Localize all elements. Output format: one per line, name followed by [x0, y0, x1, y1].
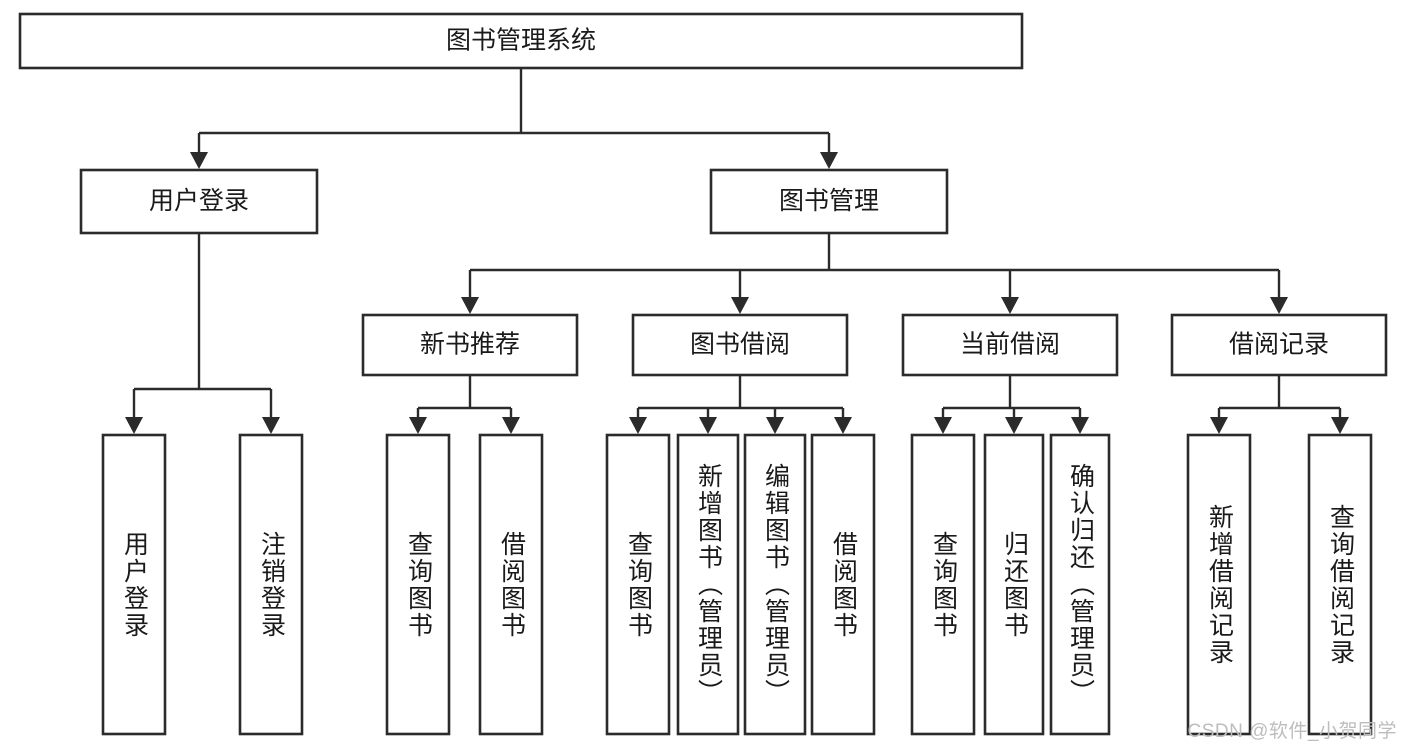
node-leaf-query-borrow-record-box[interactable]: [1307, 433, 1373, 736]
node-leaf-add-borrow-record-label: 新增借阅记录: [1205, 503, 1234, 666]
node-leaf-return-book-box[interactable]: [983, 433, 1045, 736]
node-leaf-query-book-3-label: 查询图书: [929, 530, 958, 639]
node-leaf-logout-label: 注销登录: [257, 530, 286, 639]
node-book-borrow[interactable]: 图书借阅: [631, 313, 849, 377]
node-book-borrow-box[interactable]: [631, 313, 849, 377]
node-leaf-edit-book-admin-box[interactable]: [743, 433, 807, 736]
node-leaf-add-borrow-record-label-wrap: 新增借阅记录: [1205, 503, 1234, 666]
arrow-head-icon: [834, 417, 852, 434]
node-new-book-recommend-label: 新书推荐: [420, 331, 520, 359]
node-book-management[interactable]: 图书管理: [709, 168, 949, 235]
arrow-head-icon: [1001, 297, 1019, 314]
node-leaf-query-book-3-label-wrap: 查询图书: [929, 530, 958, 639]
arrow-head-icon: [731, 297, 749, 314]
node-leaf-logout-box[interactable]: [238, 433, 304, 736]
arrow-head-icon: [262, 417, 280, 434]
node-leaf-query-book-2[interactable]: 查询图书: [605, 433, 671, 736]
node-leaf-confirm-return-admin-box[interactable]: [1049, 433, 1111, 736]
node-borrow-record-label: 借阅记录: [1229, 331, 1329, 359]
node-leaf-return-book[interactable]: 归还图书: [983, 433, 1045, 736]
node-leaf-add-borrow-record[interactable]: 新增借阅记录: [1186, 433, 1252, 736]
node-leaf-return-book-label-wrap: 归还图书: [1000, 530, 1029, 639]
node-leaf-borrow-book-1-label-wrap: 借阅图书: [497, 530, 526, 639]
node-leaf-add-book-admin[interactable]: 新增图书（管理员）: [676, 433, 740, 736]
arrow-head-icon: [629, 417, 647, 434]
node-leaf-query-borrow-record-label: 查询借阅记录: [1326, 503, 1355, 666]
node-leaf-query-book-1-label-wrap: 查询图书: [404, 530, 433, 639]
node-user-login[interactable]: 用户登录: [79, 168, 319, 235]
arrow-head-icon: [820, 152, 838, 169]
node-leaf-borrow-book-2-box[interactable]: [810, 433, 876, 736]
arrow-head-icon: [190, 152, 208, 169]
node-leaf-edit-book-admin-label-wrap: 编辑图书（管理员）: [761, 463, 790, 706]
arrow-head-icon: [409, 417, 427, 434]
node-leaf-user-login-box[interactable]: [101, 433, 167, 736]
node-leaf-confirm-return-admin-label-wrap: 确认归还（管理员）: [1066, 463, 1095, 706]
node-leaf-borrow-book-1-box[interactable]: [478, 433, 544, 736]
node-leaf-add-book-admin-box[interactable]: [676, 433, 740, 736]
node-leaf-query-book-3-box[interactable]: [910, 433, 976, 736]
node-leaf-add-book-admin-label: 新增图书（管理员）: [694, 463, 723, 706]
arrow-head-icon: [1331, 417, 1349, 434]
arrow-head-icon: [699, 417, 717, 434]
node-current-borrow-box[interactable]: [901, 313, 1119, 377]
node-leaf-logout[interactable]: 注销登录: [238, 433, 304, 736]
node-leaf-edit-book-admin[interactable]: 编辑图书（管理员）: [743, 433, 807, 736]
node-leaf-borrow-book-2-label: 借阅图书: [829, 530, 858, 639]
node-book-management-box[interactable]: [709, 168, 949, 235]
node-leaf-query-book-2-label-wrap: 查询图书: [624, 530, 653, 639]
node-current-borrow-label: 当前借阅: [960, 331, 1060, 359]
arrow-head-icon: [766, 417, 784, 434]
node-leaf-borrow-book-1-label: 借阅图书: [497, 530, 526, 639]
node-new-book-recommend-box[interactable]: [361, 313, 579, 377]
node-leaf-query-book-1-label: 查询图书: [404, 530, 433, 639]
node-borrow-record[interactable]: 借阅记录: [1170, 313, 1388, 377]
arrow-head-icon: [502, 417, 520, 434]
node-leaf-query-book-2-box[interactable]: [605, 433, 671, 736]
arrow-head-icon: [125, 417, 143, 434]
node-book-borrow-label: 图书借阅: [690, 331, 790, 359]
node-leaf-user-login-label-wrap: 用户登录: [120, 530, 149, 639]
node-root-box[interactable]: [18, 12, 1024, 70]
node-new-book-recommend[interactable]: 新书推荐: [361, 313, 579, 377]
node-leaf-query-book-1[interactable]: 查询图书: [385, 433, 451, 736]
csdn-watermark: CSDN @软件_小贺同学: [1187, 721, 1397, 742]
node-leaf-return-book-label: 归还图书: [1000, 530, 1029, 639]
diagram-nodes: 图书管理系统用户登录图书管理新书推荐图书借阅当前借阅借阅记录用户登录注销登录查询…: [18, 12, 1388, 736]
node-leaf-borrow-book-1[interactable]: 借阅图书: [478, 433, 544, 736]
arrow-head-icon: [934, 417, 952, 434]
node-user-login-box[interactable]: [79, 168, 319, 235]
arrow-head-icon: [1210, 417, 1228, 434]
node-leaf-user-login-label: 用户登录: [120, 530, 149, 639]
node-leaf-query-book-2-label: 查询图书: [624, 530, 653, 639]
arrow-head-icon: [1005, 417, 1023, 434]
node-root[interactable]: 图书管理系统: [18, 12, 1024, 70]
node-leaf-query-borrow-record[interactable]: 查询借阅记录: [1307, 433, 1373, 736]
node-user-login-label: 用户登录: [149, 187, 249, 215]
node-leaf-borrow-book-2-label-wrap: 借阅图书: [829, 530, 858, 639]
arrow-head-icon: [461, 297, 479, 314]
node-leaf-confirm-return-admin[interactable]: 确认归还（管理员）: [1049, 433, 1111, 736]
node-book-management-label: 图书管理: [779, 187, 879, 215]
node-leaf-query-book-3[interactable]: 查询图书: [910, 433, 976, 736]
node-leaf-edit-book-admin-label: 编辑图书（管理员）: [761, 463, 790, 706]
node-borrow-record-box[interactable]: [1170, 313, 1388, 377]
node-leaf-logout-label-wrap: 注销登录: [257, 530, 286, 639]
node-root-label: 图书管理系统: [446, 27, 596, 55]
node-leaf-query-borrow-record-label-wrap: 查询借阅记录: [1326, 503, 1355, 666]
node-current-borrow[interactable]: 当前借阅: [901, 313, 1119, 377]
node-leaf-query-book-1-box[interactable]: [385, 433, 451, 736]
arrow-head-icon: [1071, 417, 1089, 434]
node-leaf-add-book-admin-label-wrap: 新增图书（管理员）: [694, 463, 723, 706]
arrow-head-icon: [1270, 297, 1288, 314]
connector-lines: [125, 68, 1349, 434]
node-leaf-add-borrow-record-box[interactable]: [1186, 433, 1252, 736]
node-leaf-borrow-book-2[interactable]: 借阅图书: [810, 433, 876, 736]
node-leaf-confirm-return-admin-label: 确认归还（管理员）: [1066, 463, 1095, 706]
node-leaf-user-login[interactable]: 用户登录: [101, 433, 167, 736]
